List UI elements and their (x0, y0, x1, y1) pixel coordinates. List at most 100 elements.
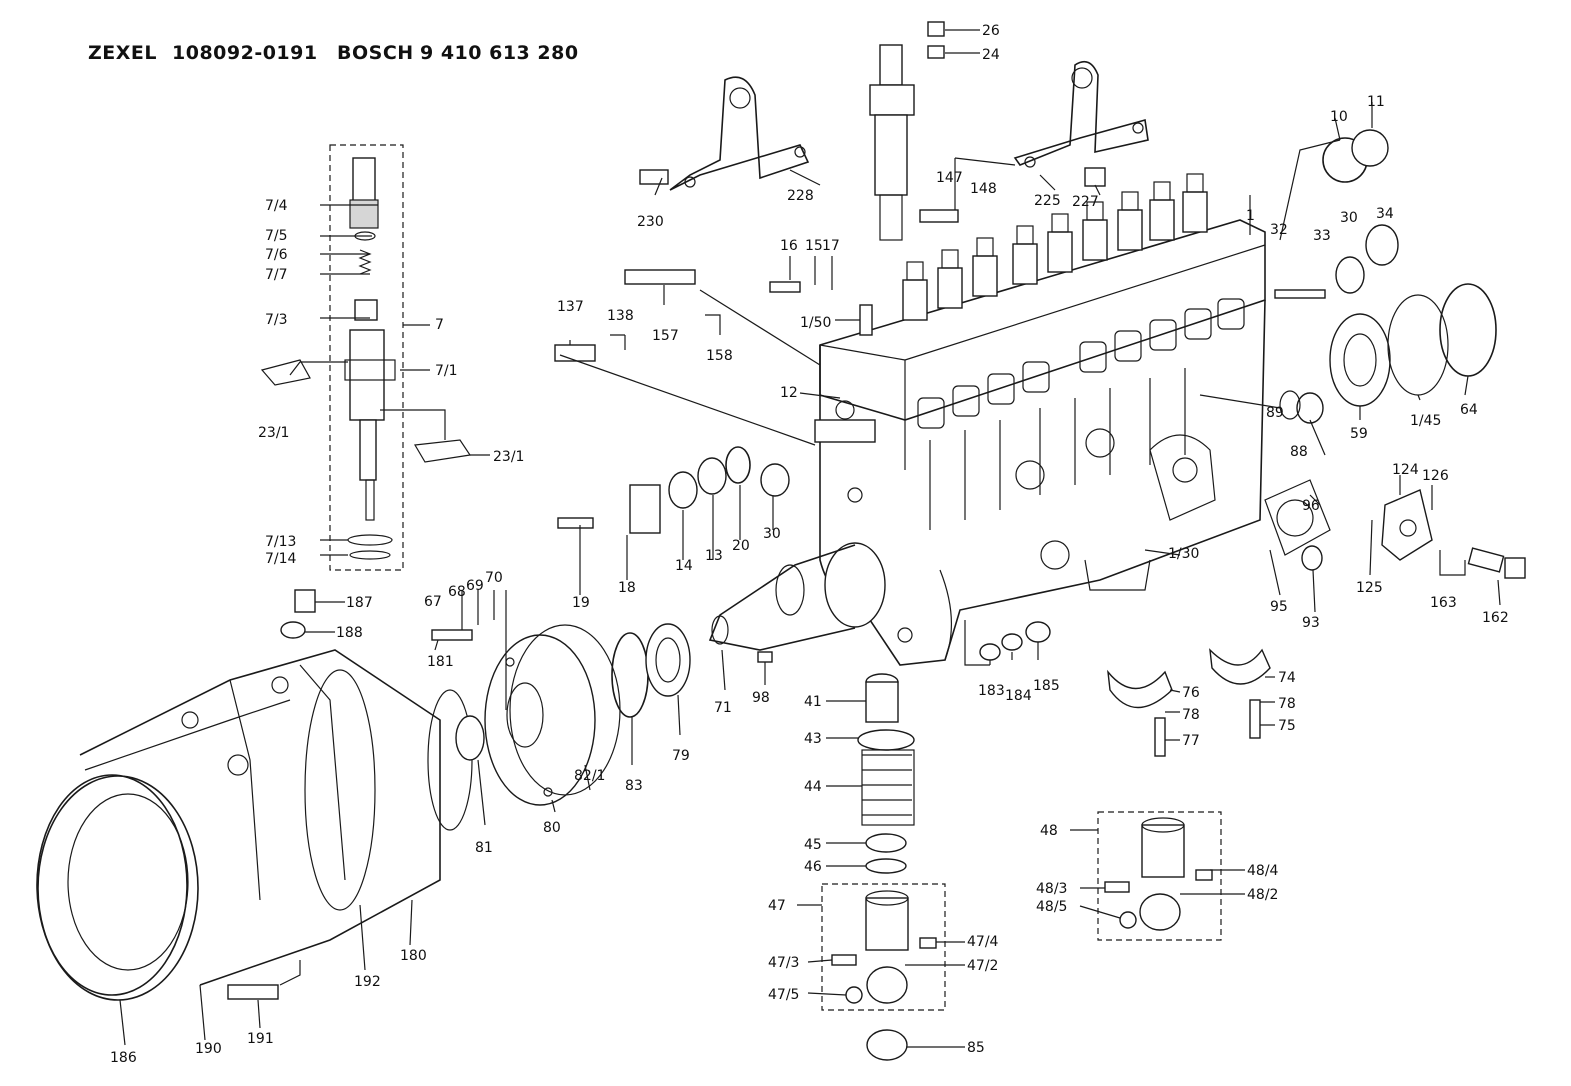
part-label-187: 187 (346, 595, 373, 611)
gasket-95 (1264, 479, 1331, 556)
zexel-part-number: 108092-0191 (172, 42, 318, 64)
part-label-20: 20 (732, 538, 750, 554)
clamp-76 (1107, 669, 1173, 709)
part-label-78b: 78 (1278, 696, 1296, 712)
part-label-77: 77 (1182, 733, 1200, 749)
part-label-186: 186 (110, 1050, 137, 1066)
part-label-30b: 30 (763, 526, 781, 542)
part-12 (814, 419, 876, 443)
part-label-13: 13 (705, 548, 723, 564)
part-label-1: 1 (1246, 208, 1255, 224)
part-label-47: 47 (768, 898, 786, 914)
screw-75 (1249, 699, 1261, 739)
cover-124 (1381, 489, 1433, 561)
part-label-157: 157 (652, 328, 679, 344)
part-label-7-1: 7/1 (435, 363, 458, 379)
bolt-227 (1084, 167, 1106, 187)
part-label-48-4: 48/4 (1247, 863, 1279, 879)
part-label-95: 95 (1270, 599, 1288, 615)
part-label-23-1a: 23/1 (258, 425, 289, 441)
nut-185 (1025, 621, 1051, 643)
part-label-23-1b: 23/1 (493, 449, 524, 465)
part-label-81: 81 (475, 840, 493, 856)
screw-19 (557, 517, 594, 529)
part-label-18: 18 (618, 580, 636, 596)
washer-188 (280, 621, 306, 639)
part-label-68: 68 (448, 584, 466, 600)
part-label-24: 24 (982, 47, 1000, 63)
part-label-12: 12 (780, 385, 798, 401)
part-label-48-3: 48/3 (1036, 881, 1067, 897)
washer-184 (1001, 633, 1023, 651)
key-98 (757, 651, 773, 663)
part-label-74: 74 (1278, 670, 1296, 686)
bearing-79 (645, 623, 691, 697)
o-ring-83 (611, 632, 649, 718)
part-label-78a: 78 (1182, 707, 1200, 723)
part-13 (697, 457, 727, 495)
part-label-43: 43 (804, 731, 822, 747)
part-label-7-6: 7/6 (265, 247, 288, 263)
part-label-185: 185 (1033, 678, 1060, 694)
screw-67 (431, 629, 473, 641)
part-label-163: 163 (1430, 595, 1457, 611)
part-label-190: 190 (195, 1041, 222, 1057)
part-label-83: 83 (625, 778, 643, 794)
part-label-125: 125 (1356, 580, 1383, 596)
part-16 (769, 281, 801, 293)
tappet-box-48 (1097, 811, 1222, 941)
part-label-158: 158 (706, 348, 733, 364)
part-label-80: 80 (543, 820, 561, 836)
screw-77 (1154, 717, 1166, 757)
part-label-47-4: 47/4 (967, 934, 999, 950)
part-label-19: 19 (572, 595, 590, 611)
stud-1-50 (859, 304, 873, 336)
part-label-147: 147 (936, 170, 963, 186)
part-label-7-3: 7/3 (265, 312, 288, 328)
bolt-137 (554, 344, 596, 362)
washer-23-1-left (260, 359, 311, 386)
part-label-69: 69 (466, 578, 484, 594)
part-label-71: 71 (714, 700, 732, 716)
part-label-33: 33 (1313, 228, 1331, 244)
part-label-26: 26 (982, 23, 1000, 39)
delivery-valve-top (869, 21, 945, 241)
part-label-47-3: 47/3 (768, 955, 799, 971)
part-label-67: 67 (424, 594, 442, 610)
part-label-16: 16 (780, 238, 798, 254)
part-18 (629, 484, 661, 534)
nut-93 (1301, 545, 1323, 571)
ring-64 (1439, 283, 1497, 377)
part-label-7: 7 (435, 317, 444, 333)
o-ring-186 (36, 774, 188, 996)
part-label-192: 192 (354, 974, 381, 990)
part-label-7-13: 7/13 (265, 534, 296, 550)
part-label-32: 32 (1270, 222, 1288, 238)
rack-32 (1274, 289, 1326, 299)
part-label-188: 188 (336, 625, 363, 641)
plug-11 (1351, 129, 1389, 167)
part-label-48: 48 (1040, 823, 1058, 839)
part-label-41: 41 (804, 694, 822, 710)
part-label-89: 89 (1266, 405, 1284, 421)
part-label-46: 46 (804, 859, 822, 875)
part-label-7-7: 7/7 (265, 267, 288, 283)
part-label-181: 181 (427, 654, 454, 670)
delivery-valve-holders (902, 173, 1208, 321)
part-label-1-45: 1/45 (1410, 413, 1441, 429)
part-label-45: 45 (804, 837, 822, 853)
tappet-box-47 (821, 883, 946, 1011)
part-label-88: 88 (1290, 444, 1308, 460)
washer-183 (979, 643, 1001, 661)
part-label-85: 85 (967, 1040, 985, 1056)
leader-lines (119, 29, 1501, 1048)
bracket-228 (669, 76, 810, 191)
bosch-label: BOSCH (337, 42, 414, 64)
camshaft (708, 542, 886, 651)
part-label-138: 138 (607, 308, 634, 324)
part-label-225: 225 (1034, 193, 1061, 209)
part-label-1-50: 1/50 (800, 315, 831, 331)
plug-85 (866, 1029, 908, 1061)
tappet-stack (857, 673, 915, 874)
